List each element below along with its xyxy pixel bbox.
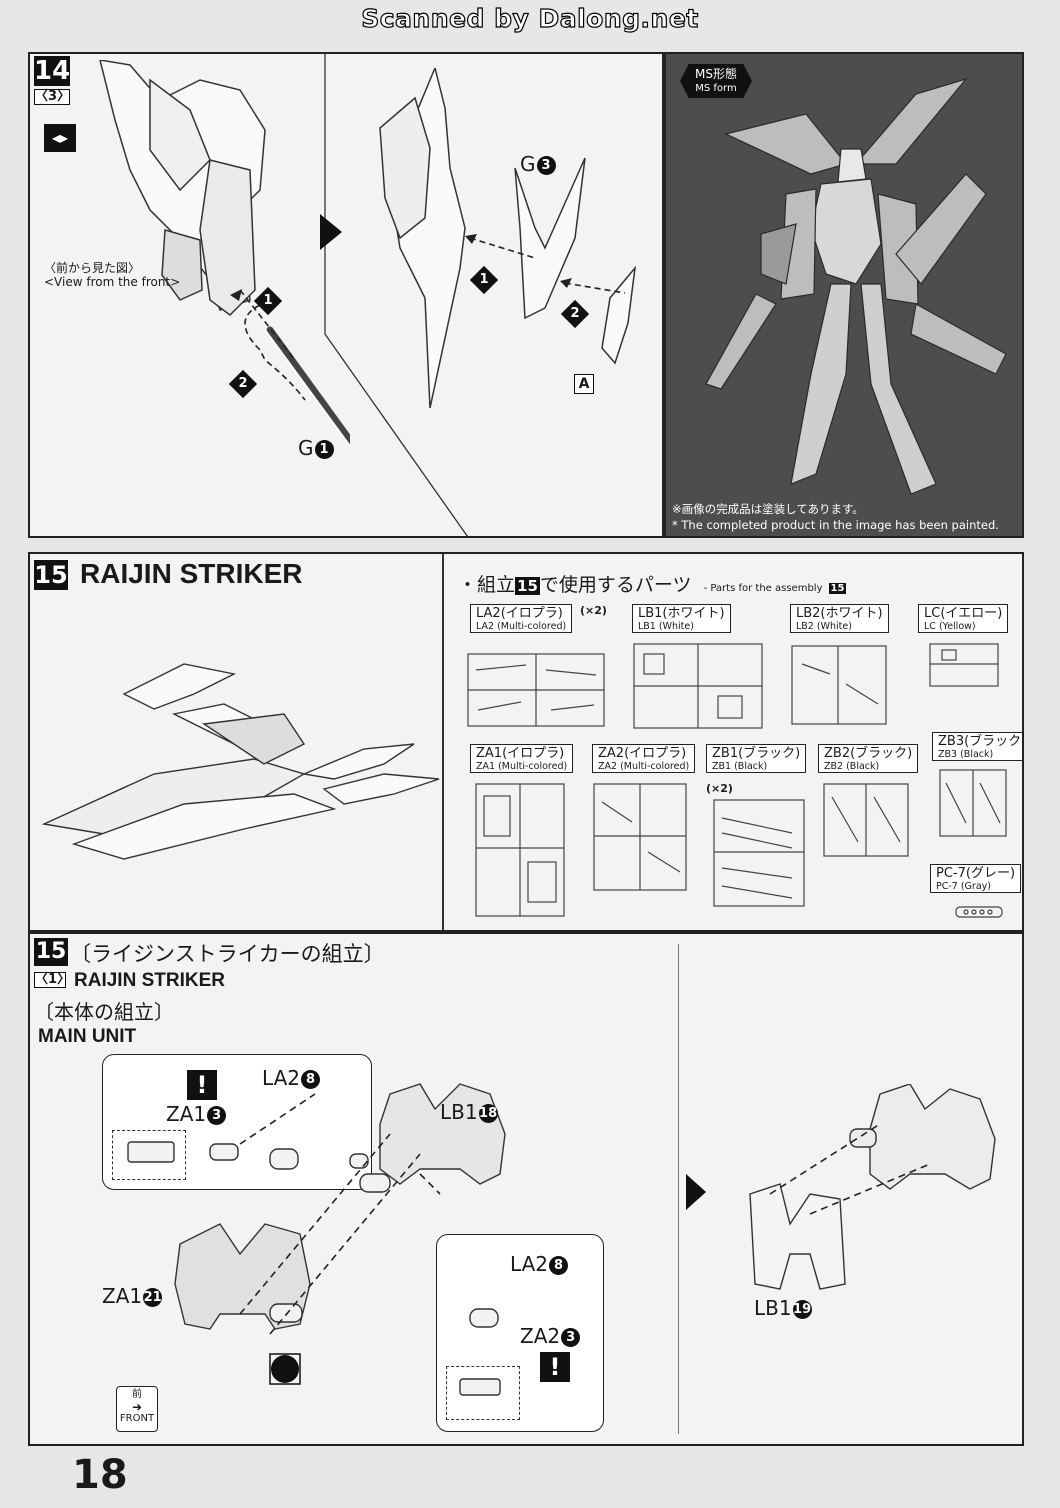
cut-parts-icon: ◂▸	[44, 124, 76, 152]
step15-vertical-divider	[442, 554, 444, 930]
step15-1-panel: 15 〔ライジンストライカーの組立〕 〈1〉 RAIJIN STRIKER 〔本…	[28, 932, 1024, 1446]
runner-zb3: ZB3(ブラック)ZB3 (Black)	[932, 732, 1022, 852]
main-unit-result-drawing	[749, 1084, 996, 1290]
step15-number: 15	[34, 560, 68, 590]
runner-za2-label: ZA2(イロプラ)ZA2 (Multi-colored)	[592, 744, 696, 773]
step-marker-1: 1	[253, 286, 283, 316]
runner-pc7: PC-7(グレー)PC-7 (Gray)	[930, 864, 1022, 930]
runner-zb3-label: ZB3(ブラック)ZB3 (Black)	[932, 732, 1022, 761]
runner-lb1-label: LB1(ホワイト)LB1 (White)	[632, 604, 731, 633]
step-marker-2b: 2	[560, 299, 590, 329]
step-marker-1b: 1	[469, 265, 499, 295]
part-lb1-18: LB118	[440, 1100, 498, 1124]
step15-1-divider	[678, 944, 679, 1434]
scan-watermark: Scanned by Dalong.net	[361, 3, 699, 33]
runner-za1: ZA1(イロプラ)ZA1 (Multi-colored)	[470, 744, 590, 924]
step14-number: 14	[34, 56, 71, 86]
callout-top	[102, 1054, 372, 1190]
step-marker-2: 2	[228, 369, 258, 399]
wing-front-drawing	[99, 60, 350, 448]
raijin-striker-drawing	[41, 663, 440, 860]
ms-form-label-en: MS form	[695, 83, 737, 94]
runner-za2: ZA2(イロプラ)ZA2 (Multi-colored)	[592, 744, 712, 904]
detail-inset-bottom	[446, 1366, 520, 1420]
runner-pc7-label: PC-7(グレー)PC-7 (Gray)	[930, 864, 1022, 893]
next-arrow-2	[686, 1174, 706, 1210]
ms-form-photo: MS形態 MS form ※画像の完成品は塗装してあります。 * The com…	[664, 52, 1024, 538]
caution-mark-2: !	[540, 1352, 570, 1382]
step15-1-number: 15	[34, 938, 68, 966]
part-a-label: A	[574, 374, 594, 394]
runner-zb2: ZB2(ブラック)ZB2 (Black)	[818, 744, 928, 874]
runner-lb1: LB1(ホワイト)LB1 (White)	[632, 604, 772, 734]
runner-lc-label: LC(イエロー)LC (Yellow)	[918, 604, 1009, 633]
ms-form-badge: MS形態 MS form	[680, 64, 752, 98]
runner-la2: LA2(イロプラ)LA2 (Multi-colored) (×2)	[467, 604, 610, 734]
page-number: 18	[72, 1452, 128, 1498]
runner-lb2-label: LB2(ホワイト)LB2 (White)	[790, 604, 889, 633]
runner-zb2-label: ZB2(ブラック)ZB2 (Black)	[818, 744, 919, 773]
front-view-label-jp: 〈前から見た図〉	[44, 261, 141, 275]
front-label-en: FRONT	[119, 1413, 155, 1424]
detail-inset-top	[112, 1130, 186, 1180]
next-arrow	[320, 214, 342, 250]
front-label-jp: 前	[132, 1389, 142, 1400]
part-za1-21: ZA121	[102, 1284, 163, 1308]
caution-mark-1: !	[187, 1070, 217, 1100]
painted-note-en: * The completed product in the image has…	[672, 518, 999, 532]
part-lb1-19: LB119	[754, 1296, 812, 1320]
runner-zb1-qty: (×2)	[706, 782, 733, 795]
runner-za1-label: ZA1(イロプラ)ZA1 (Multi-colored)	[470, 744, 574, 773]
step14-sub-number: 〈3〉	[34, 89, 71, 105]
main-unit-assembly-drawing	[127, 1083, 506, 1396]
wing-assembly-drawing	[379, 68, 637, 408]
step15-1-title-jp: 〔ライジンストライカーの組立〕	[70, 942, 385, 966]
runner-lc: LC(イエロー)LC (Yellow)	[918, 604, 1018, 734]
front-view-label-en: <View from the front>	[44, 275, 181, 289]
ms-form-label-jp: MS形態	[695, 67, 737, 81]
unit-title-en: MAIN UNIT	[38, 1026, 137, 1047]
step15-title: RAIJIN STRIKER	[80, 558, 303, 589]
runner-zb1-label: ZB1(ブラック)ZB1 (Black)	[706, 744, 807, 773]
runner-la2-qty: (×2)	[580, 604, 607, 617]
runner-zb1: ZB1(ブラック)ZB1 (Black) (×2)	[706, 744, 816, 914]
ms-form-figure	[666, 54, 1022, 536]
painted-note-jp: ※画像の完成品は塗装してあります。	[672, 502, 864, 516]
front-arrow-icon: ➜	[131, 1400, 143, 1414]
step14-panel: 14 〈3〉 ◂▸ 〈前から見た図〉 <View from the front>…	[28, 52, 664, 538]
runner-la2-label: LA2(イロプラ)LA2 (Multi-colored)	[470, 604, 573, 633]
unit-title-jp: 〔本体の組立〕	[34, 1000, 174, 1024]
step14-divider	[324, 54, 468, 536]
step15-1-sub-title: RAIJIN STRIKER	[74, 970, 225, 991]
front-indicator: 前 ➜ FRONT	[116, 1386, 158, 1432]
runner-lb2: LB2(ホワイト)LB2 (White)	[790, 604, 910, 734]
step15-1-sub-number: 〈1〉	[34, 972, 71, 988]
